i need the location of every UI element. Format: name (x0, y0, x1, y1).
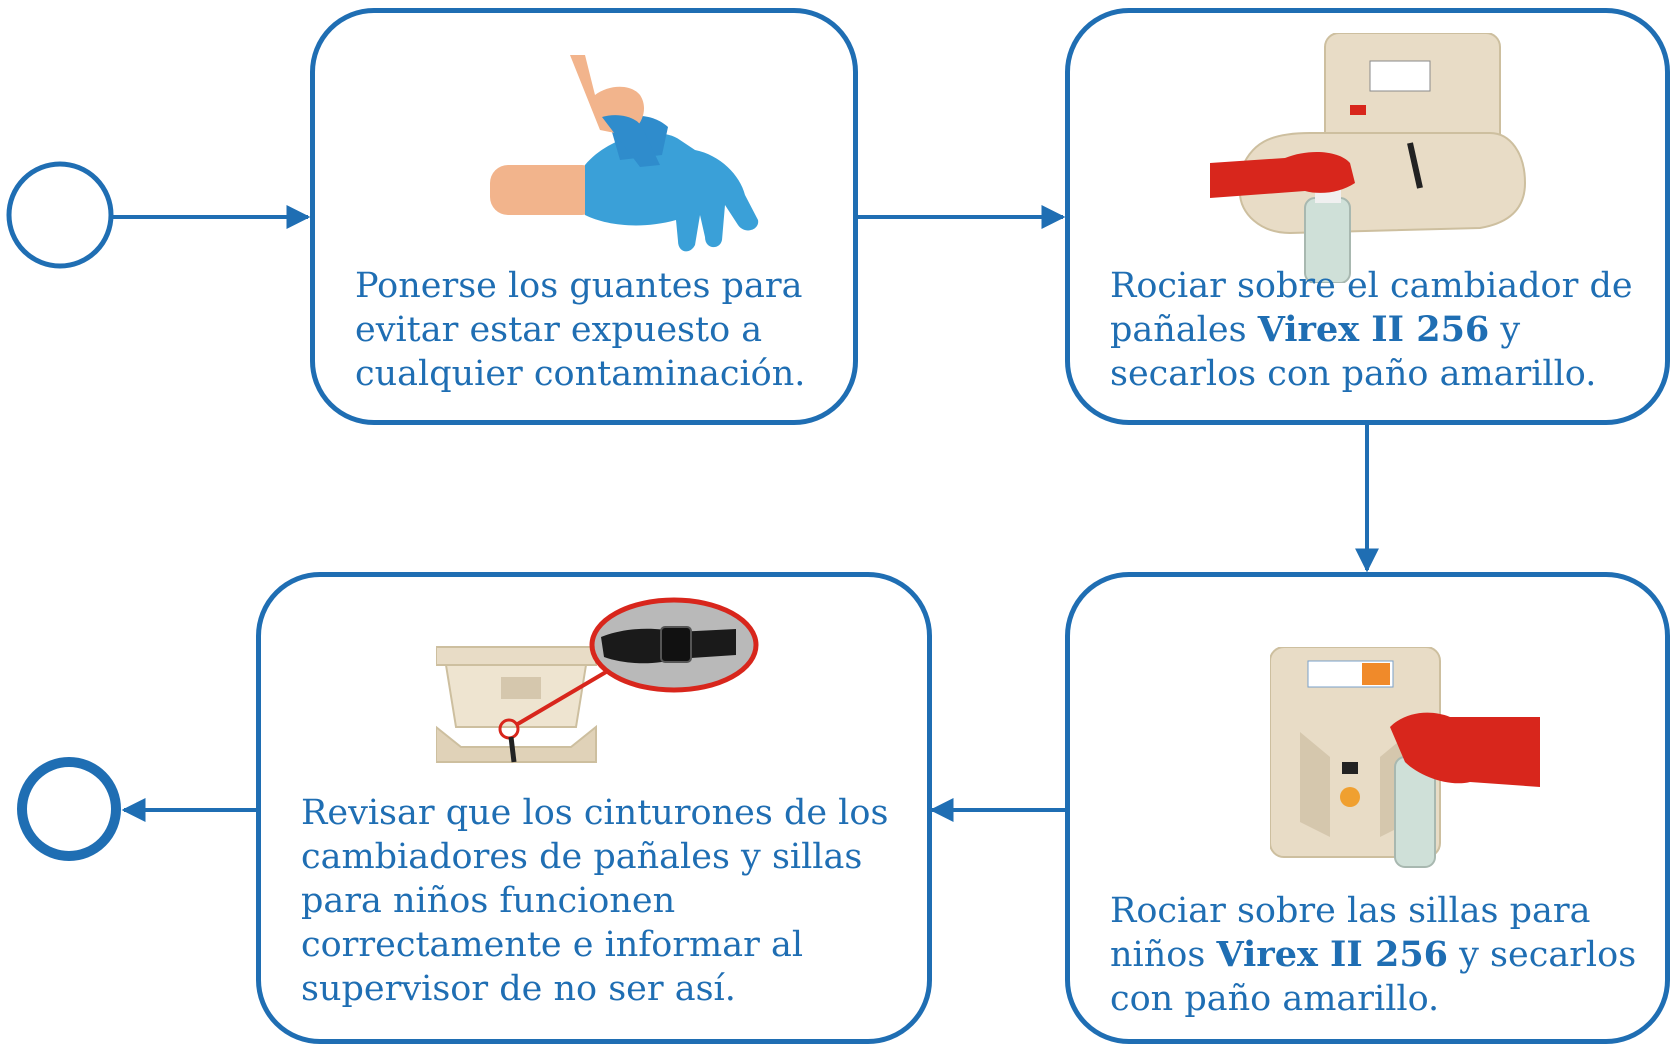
step-2-box: Rociar sobre el cambiador de pañales Vir… (1065, 8, 1670, 425)
diaper-changer-spray-photo (1210, 33, 1527, 283)
blue-gloves-photo (490, 55, 759, 252)
child-seat-spray-photo (1270, 647, 1540, 868)
step-4-text: Revisar que los cinturones de los cambia… (301, 793, 889, 1009)
step-1-text: Ponerse los guantes para evitar estar ex… (355, 266, 806, 394)
start-event-circle (6, 161, 114, 269)
step-3-text: Rociar sobre las sillas para niños Virex… (1110, 891, 1637, 1019)
step-1-box: Ponerse los guantes para evitar estar ex… (310, 8, 858, 425)
step-2-text: Rociar sobre el cambiador de pañales Vir… (1110, 266, 1633, 394)
step-3-box: Rociar sobre las sillas para niños Virex… (1065, 572, 1670, 1044)
step-2-product: Virex II 256 (1257, 309, 1490, 350)
belt-inspection-photo (436, 597, 759, 763)
step-4-box: Revisar que los cinturones de los cambia… (256, 572, 932, 1044)
end-event-circle (17, 757, 121, 861)
step-3-product: Virex II 256 (1216, 934, 1449, 975)
